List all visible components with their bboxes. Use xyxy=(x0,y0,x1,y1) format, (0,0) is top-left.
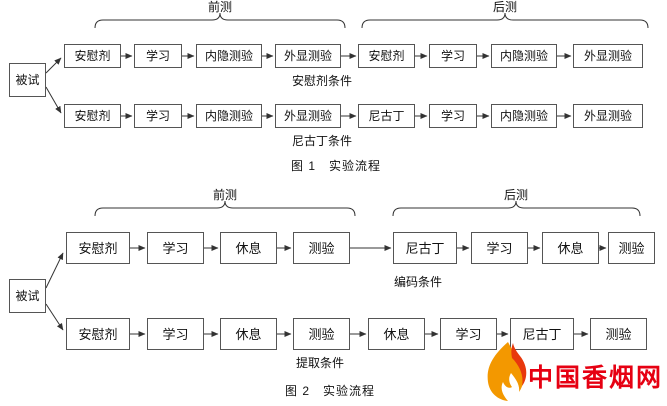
flow-box: 休息 xyxy=(542,232,599,264)
flow-box: 外显测验 xyxy=(275,44,341,68)
figure1-posttest-brace xyxy=(361,12,649,29)
flow-box: 外显测验 xyxy=(573,44,643,68)
flow-box: 外显测验 xyxy=(573,104,643,128)
flow-box: 学习 xyxy=(440,318,497,350)
flow-box: 休息 xyxy=(220,232,277,264)
flow-box: 测验 xyxy=(590,318,647,350)
figure2-subject-arrows xyxy=(45,252,64,331)
figure2-pretest-label: 前测 xyxy=(212,188,238,202)
flow-box: 学习 xyxy=(147,232,204,264)
flow-box: 测验 xyxy=(293,232,350,264)
flow-box: 安慰剂 xyxy=(66,232,130,264)
figure2-posttest-brace xyxy=(392,200,641,217)
figure1-subject-arrows xyxy=(45,57,62,114)
flow-box: 内隐测验 xyxy=(196,104,262,128)
flow-box: 测验 xyxy=(293,318,350,350)
flow-box: 学习 xyxy=(429,104,477,128)
flow-box: 安慰剂 xyxy=(358,44,415,68)
flow-box: 内隐测验 xyxy=(491,104,557,128)
figure2-subject-box: 被试 xyxy=(9,279,46,313)
flow-box: 安慰剂 xyxy=(64,104,121,128)
flow-box: 休息 xyxy=(368,318,425,350)
watermark-site-name: 中国香烟网 xyxy=(528,364,664,392)
figure2-pretest-brace xyxy=(94,200,356,217)
figure2-row1-condition-label: 编码条件 xyxy=(393,275,443,289)
flow-box: 学习 xyxy=(471,232,528,264)
flow-box: 安慰剂 xyxy=(66,318,130,350)
figure1-caption: 图 1 实验流程 xyxy=(290,159,382,173)
flow-box: 内隐测验 xyxy=(491,44,557,68)
figure1-pretest-label: 前测 xyxy=(207,0,233,14)
flow-box: 外显测验 xyxy=(275,104,341,128)
figure2-row2-condition-label: 提取条件 xyxy=(295,356,345,370)
watermark-flame-icon xyxy=(478,338,528,406)
flow-box: 尼古丁 xyxy=(393,232,457,264)
flow-box: 学习 xyxy=(147,318,204,350)
flow-box: 内隐测验 xyxy=(196,44,262,68)
figure1-posttest-label: 后测 xyxy=(492,0,518,14)
flow-box: 测验 xyxy=(608,232,655,264)
figure1-pretest-brace xyxy=(94,12,346,29)
flow-box: 休息 xyxy=(220,318,277,350)
flow-box: 安慰剂 xyxy=(64,44,121,68)
flow-box: 尼古丁 xyxy=(358,104,415,128)
figure1-row1-condition-label: 安慰剂条件 xyxy=(291,74,353,88)
flow-box: 学习 xyxy=(134,104,182,128)
figure1-subject-box: 被试 xyxy=(9,63,46,97)
figure2-posttest-label: 后测 xyxy=(503,188,529,202)
flow-box: 学习 xyxy=(429,44,477,68)
figure2-caption: 图 2 实验流程 xyxy=(284,384,376,398)
flow-box: 学习 xyxy=(134,44,182,68)
flow-box: 尼古丁 xyxy=(510,318,574,350)
figure1-row2-condition-label: 尼古丁条件 xyxy=(291,134,353,148)
